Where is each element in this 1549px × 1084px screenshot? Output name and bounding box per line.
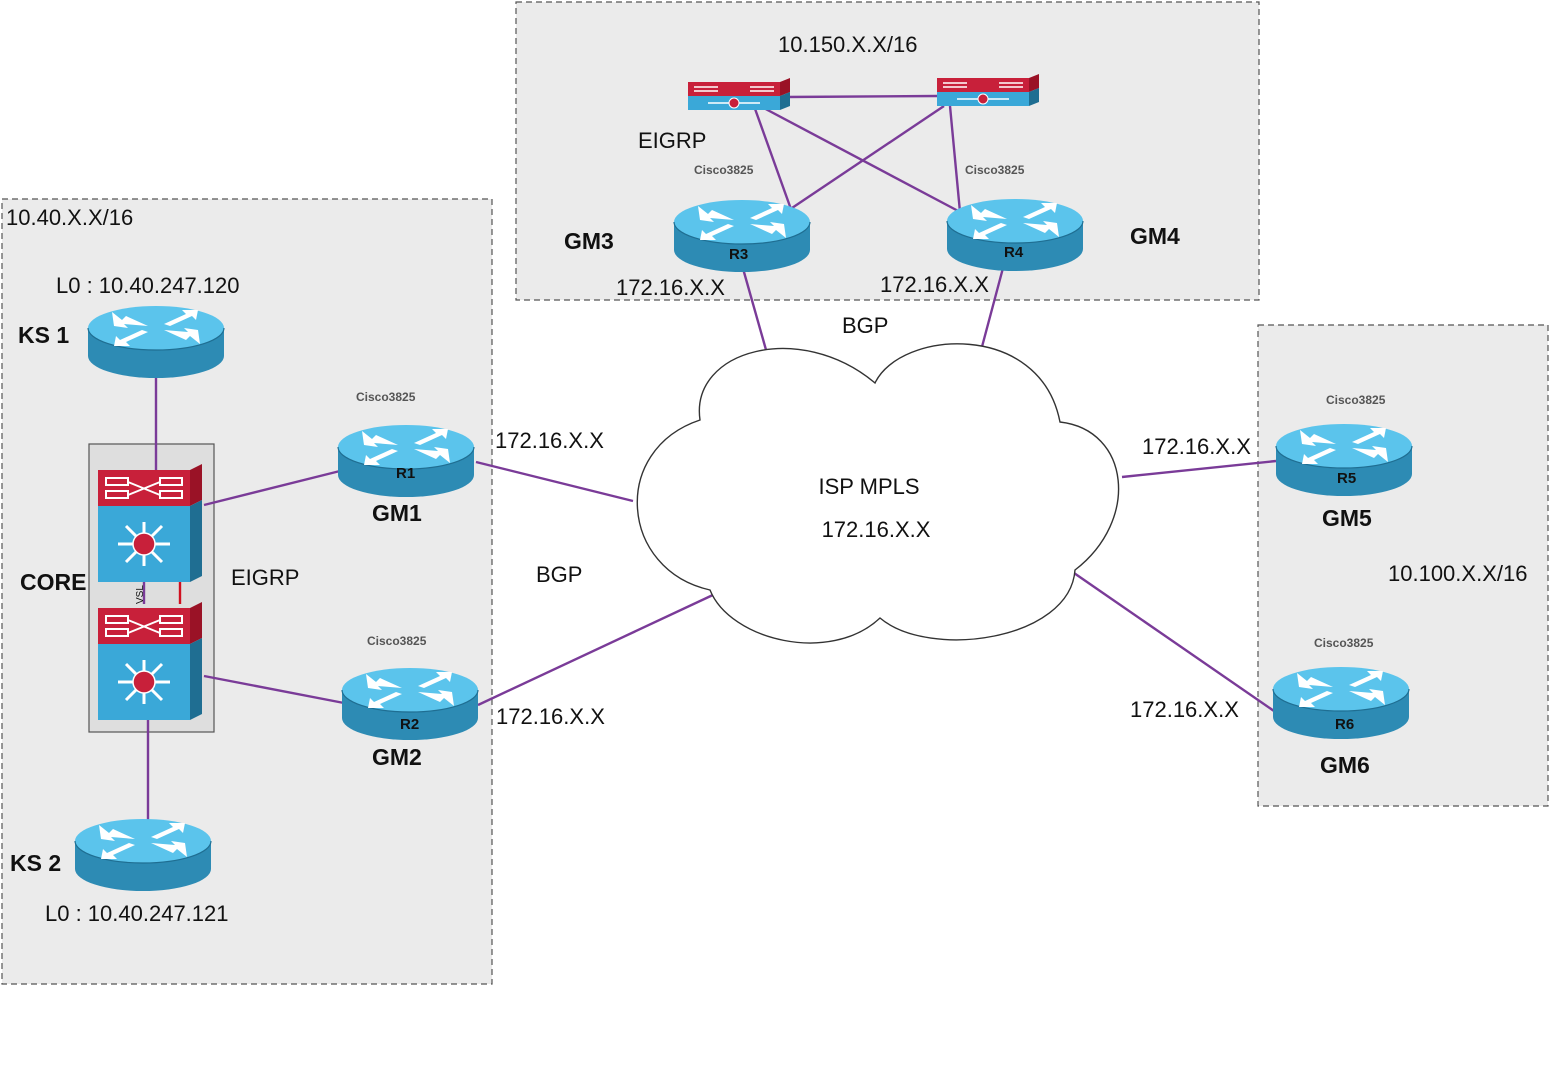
router-icon: [74, 818, 212, 892]
router-tag: R6: [1335, 716, 1354, 733]
top-switch-left[interactable]: [687, 77, 791, 111]
top-protocol-label: EIGRP: [638, 128, 706, 153]
link-cloud-r6: [1073, 572, 1275, 712]
link-core-r1: [203, 468, 345, 507]
link-r1-cloud: [475, 460, 634, 503]
core-label: CORE: [20, 569, 86, 595]
r1-wan-ip: 172.16.X.X: [495, 428, 604, 453]
router-r5[interactable]: R5: [1275, 423, 1413, 497]
vsl-label: VSL: [135, 585, 146, 604]
right-subnet-label: 10.100.X.X/16: [1388, 561, 1527, 586]
bgp-label-top: BGP: [842, 313, 888, 338]
r2-wan-ip: 172.16.X.X: [496, 704, 605, 729]
link-sw4-r3: [785, 105, 945, 213]
router-tag: R5: [1337, 470, 1356, 487]
link-r2-cloud: [477, 592, 716, 707]
router-r6[interactable]: R6: [1272, 666, 1410, 740]
switch-icon: [936, 73, 1040, 107]
gm3-label: GM3: [564, 228, 614, 254]
r5-model: Cisco3825: [1326, 393, 1386, 407]
router-r4[interactable]: R4: [946, 198, 1084, 272]
switch-icon: [96, 462, 204, 584]
switch-icon: [96, 600, 204, 722]
gm1-label: GM1: [372, 500, 422, 526]
gm6-label: GM6: [1320, 752, 1370, 778]
gm4-label: GM4: [1130, 223, 1180, 249]
top-subnet-label: 10.150.X.X/16: [778, 32, 917, 57]
r5-wan-ip: 172.16.X.X: [1142, 434, 1251, 459]
link-sw3-r3: [752, 105, 794, 213]
router-r1[interactable]: R1: [337, 424, 475, 498]
link-sw3-r4: [759, 104, 963, 215]
switch-icon: [687, 77, 791, 111]
ks1-loopback: L0 : 10.40.247.120: [56, 273, 240, 298]
r3-model: Cisco3825: [694, 163, 754, 177]
link-sw3-sw4: [785, 94, 938, 99]
core-protocol-label: EIGRP: [231, 565, 299, 590]
router-tag: R1: [396, 465, 415, 482]
bgp-label-left: BGP: [536, 562, 582, 587]
link-core-r2: [203, 674, 345, 705]
links: [142, 94, 1277, 830]
cloud-label-ip: 172.16.X.X: [822, 517, 931, 542]
ks2-loopback: L0 : 10.40.247.121: [45, 901, 229, 926]
r6-wan-ip: 172.16.X.X: [1130, 697, 1239, 722]
link-r3-cloud: [740, 264, 772, 365]
router-tag: R3: [729, 246, 748, 263]
r6-model: Cisco3825: [1314, 636, 1374, 650]
r1-model: Cisco3825: [356, 390, 416, 404]
isp-mpls-cloud: [636, 343, 1120, 644]
router-r3[interactable]: R3: [673, 199, 811, 273]
top-switch-right[interactable]: [936, 73, 1040, 107]
left-subnet-label: 10.40.X.X/16: [6, 205, 133, 230]
core-switch-top[interactable]: [96, 462, 204, 584]
ks1-router[interactable]: [87, 305, 225, 379]
ks2-label: KS 2: [10, 850, 61, 876]
router-icon: [87, 305, 225, 379]
link-r4-cloud: [977, 267, 1005, 359]
cloud-label-name: ISP MPLS: [818, 474, 919, 499]
ks1-label: KS 1: [18, 322, 69, 348]
router-r2[interactable]: R2: [341, 667, 479, 741]
r2-model: Cisco3825: [367, 634, 427, 648]
gm2-label: GM2: [372, 744, 422, 770]
router-tag: R2: [400, 716, 419, 733]
ks2-router[interactable]: [74, 818, 212, 892]
r4-wan-ip: 172.16.X.X: [880, 272, 989, 297]
r3-wan-ip: 172.16.X.X: [616, 275, 725, 300]
router-icon: [337, 424, 475, 498]
link-cloud-r5: [1121, 459, 1277, 479]
link-sw4-r4: [948, 105, 962, 213]
gm5-label: GM5: [1322, 505, 1372, 531]
router-tag: R4: [1004, 244, 1024, 261]
top-site-zone: [515, 1, 1260, 301]
r4-model: Cisco3825: [965, 163, 1025, 177]
core-switch-bottom[interactable]: [96, 600, 204, 722]
